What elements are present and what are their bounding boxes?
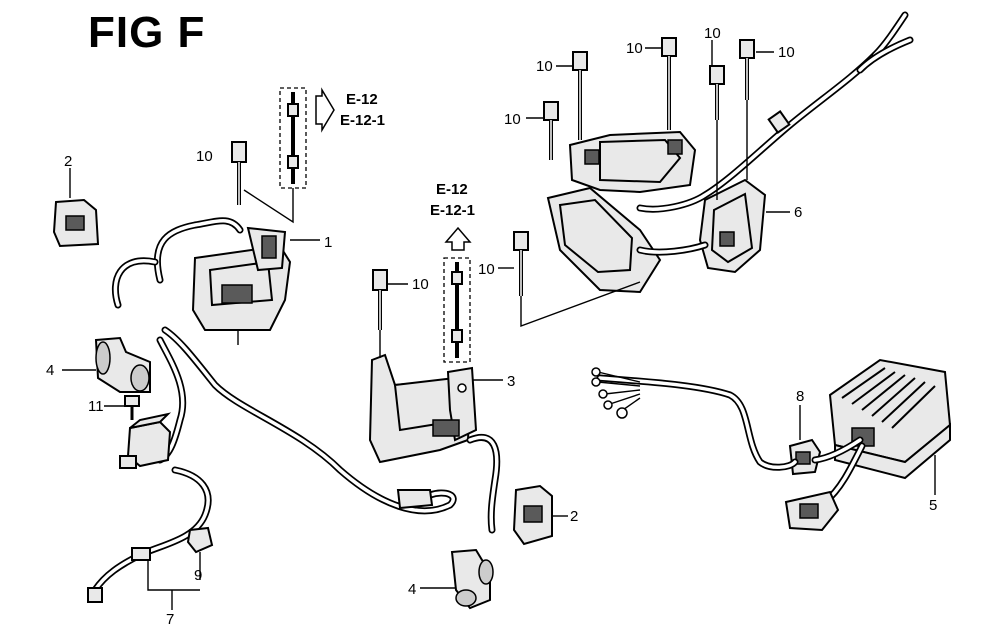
callout-11: 11 [88, 398, 104, 415]
callout-3: 3 [507, 373, 515, 390]
reference-label-center-2: E-12-1 [430, 202, 475, 219]
reference-label-upper-2: E-12-1 [340, 112, 385, 129]
callout-10-stator-c: 10 [704, 25, 721, 42]
callout-10-stator-a: 10 [536, 58, 553, 75]
exciter-coil [368, 353, 478, 464]
callout-10-stator-left: 10 [504, 111, 521, 128]
reference-bracket-center [443, 226, 472, 363]
regulator-rectifier [828, 358, 952, 480]
callout-1: 1 [324, 234, 332, 251]
ignition-coil [191, 226, 292, 345]
callout-10-stator-low: 10 [478, 261, 495, 278]
reference-label-center-1: E-12 [436, 181, 468, 198]
connector-4-center [450, 548, 494, 610]
bolt-10-coil [231, 141, 247, 205]
callout-2-center: 2 [570, 508, 578, 525]
callout-8: 8 [796, 388, 804, 405]
reference-bracket-upper [279, 87, 335, 189]
callout-5: 5 [929, 497, 937, 514]
callout-10-stator-d: 10 [778, 44, 795, 61]
grommet-2-center [512, 484, 553, 546]
bolt-10-center [372, 269, 388, 358]
grommet-9 [186, 526, 214, 554]
callout-6: 6 [794, 204, 802, 221]
callout-2-left: 2 [64, 153, 72, 170]
grommet-2-left [52, 198, 100, 248]
connector-4-left [94, 336, 151, 393]
callout-10-coil: 10 [196, 148, 213, 165]
stator-coil-assembly [546, 11, 914, 294]
callout-10-stator-b: 10 [626, 40, 643, 57]
callout-9: 9 [194, 567, 202, 584]
screw-11 [124, 395, 140, 420]
regulator-wires [591, 367, 866, 532]
reference-label-upper-1: E-12 [346, 91, 378, 108]
callout-4-center: 4 [408, 581, 416, 598]
callout-4-left: 4 [46, 362, 54, 379]
figure-title: FIG F [88, 8, 206, 57]
stator-bolts [513, 37, 755, 296]
switch-unit [119, 412, 172, 469]
callout-7: 7 [166, 611, 174, 628]
callout-10-center: 10 [412, 276, 429, 293]
